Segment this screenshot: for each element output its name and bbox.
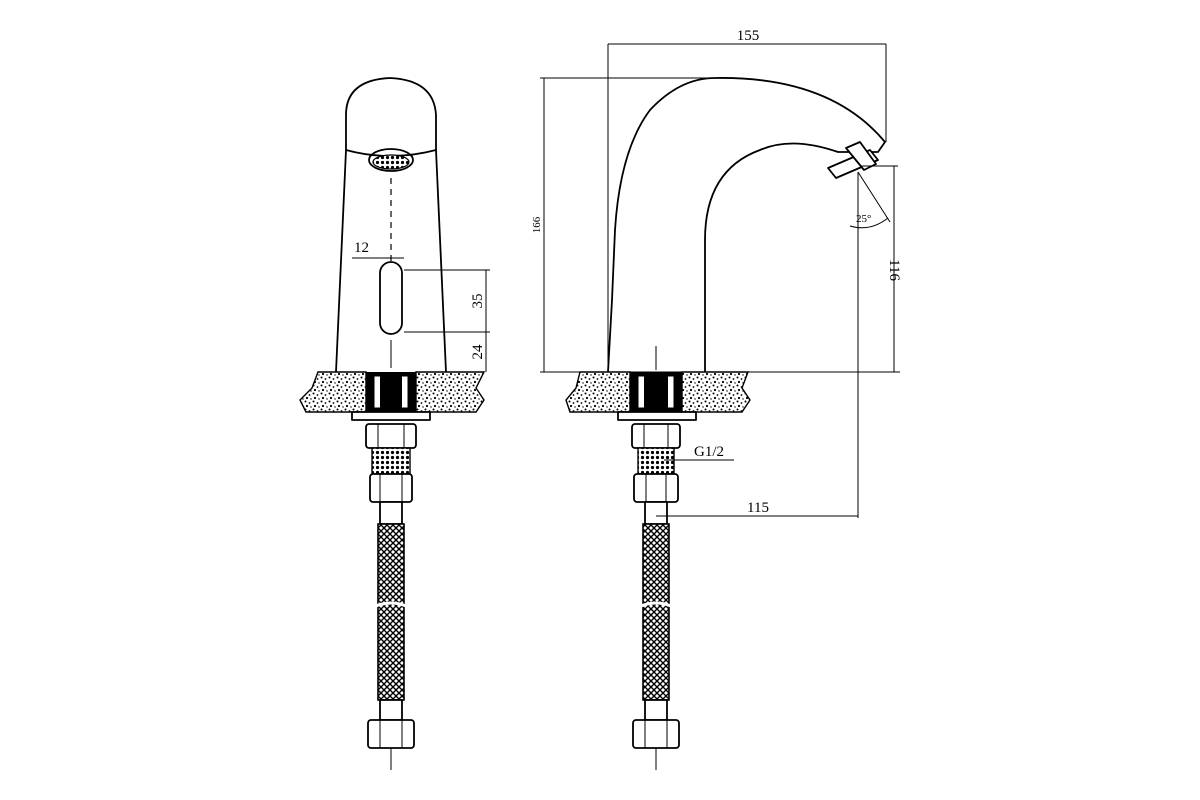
- sensor-window: [379, 261, 403, 335]
- dim-115-label: 115: [747, 500, 769, 516]
- front-hose-nut: [369, 473, 413, 503]
- dim-116-label: 116: [886, 259, 902, 281]
- side-hose-break: [640, 601, 672, 608]
- dim-155-label: 155: [737, 28, 760, 44]
- front-countertop-right: [415, 371, 486, 413]
- side-lower-ferrule: [644, 699, 668, 721]
- dim-166-label: 166: [531, 216, 543, 233]
- front-nut: [365, 423, 417, 449]
- side-thread: [637, 447, 675, 475]
- front-lower-nut: [367, 719, 415, 749]
- front-washer: [351, 411, 431, 421]
- side-faucet-body: [607, 77, 886, 373]
- front-thread: [371, 447, 411, 475]
- angle-label: 25°: [856, 213, 871, 225]
- dim-35-label: 35: [470, 294, 486, 309]
- side-hose-nut: [633, 473, 679, 503]
- side-view: 155 166 116 115 25° G1/2: [531, 28, 902, 770]
- dim-24-label: 24: [470, 344, 486, 360]
- side-countertop-left: [565, 371, 631, 413]
- side-stud-core: [644, 376, 668, 408]
- front-hose: [377, 523, 405, 701]
- side-countertop-right: [681, 371, 751, 413]
- side-aerator-ring: [845, 141, 877, 171]
- angle-arc: [849, 217, 889, 229]
- front-faucet-body: [335, 77, 447, 373]
- front-stud-core: [380, 376, 402, 408]
- aerator-outer: [368, 148, 414, 172]
- thread-label: G1/2: [694, 444, 724, 460]
- side-nut: [631, 423, 681, 449]
- dim-12-label: 12: [354, 240, 369, 256]
- side-hose-ferrule: [644, 501, 668, 525]
- side-lower-nut: [632, 719, 680, 749]
- front-hose-break: [375, 601, 407, 608]
- front-countertop-left: [299, 371, 367, 413]
- side-washer: [617, 411, 697, 421]
- front-lower-ferrule: [379, 699, 403, 721]
- front-view: 12 35 24: [299, 77, 490, 770]
- side-hose: [642, 523, 670, 701]
- angle-ray: [857, 171, 891, 223]
- front-hose-ferrule: [379, 501, 403, 525]
- aerator-inner: [372, 154, 410, 170]
